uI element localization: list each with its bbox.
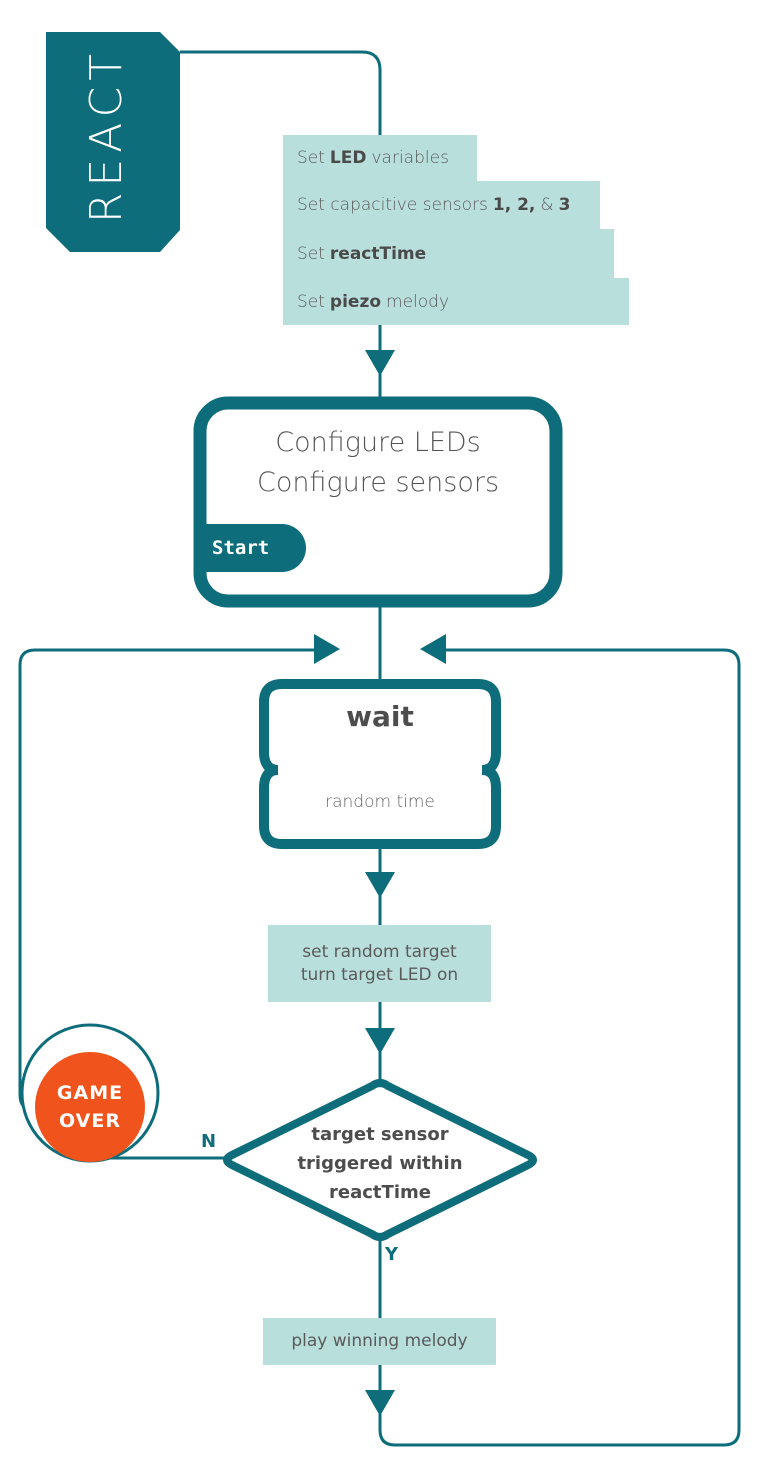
react-title: REACT: [62, 40, 152, 230]
react-tab: [46, 32, 180, 252]
target-box: set random target turn target LED on: [268, 925, 491, 1002]
decision-text: target sensor triggered within reactTime: [297, 1124, 463, 1203]
start-label: Start: [205, 524, 306, 572]
no-label: N: [201, 1131, 217, 1152]
decision-diamond: [223, 1079, 537, 1241]
title-text: REACT: [81, 47, 133, 223]
melody-box: play winning melody: [263, 1318, 496, 1365]
wait-title: wait: [346, 700, 414, 733]
config-line-leds: Configure LEDs: [275, 427, 481, 458]
arrow-left-icon: [420, 634, 446, 664]
wait-subtitle: random time: [325, 792, 435, 812]
target-line-1: set random target: [302, 941, 457, 962]
arrow-down-icon: [365, 350, 395, 376]
config-line-sensors: Configure sensors: [256, 467, 500, 498]
config-text: Configure LEDs Configure sensors: [200, 423, 556, 503]
wait-shape: [259, 679, 501, 849]
arrow-down-icon: [365, 1028, 395, 1054]
arrow-down-icon: [365, 872, 395, 898]
arrow-right-icon: [314, 634, 340, 664]
target-line-2: turn target LED on: [300, 964, 459, 985]
yes-label: Y: [385, 1244, 399, 1265]
game-over-badge: GAME OVER: [35, 1052, 145, 1162]
arrow-down-icon: [365, 1390, 395, 1416]
